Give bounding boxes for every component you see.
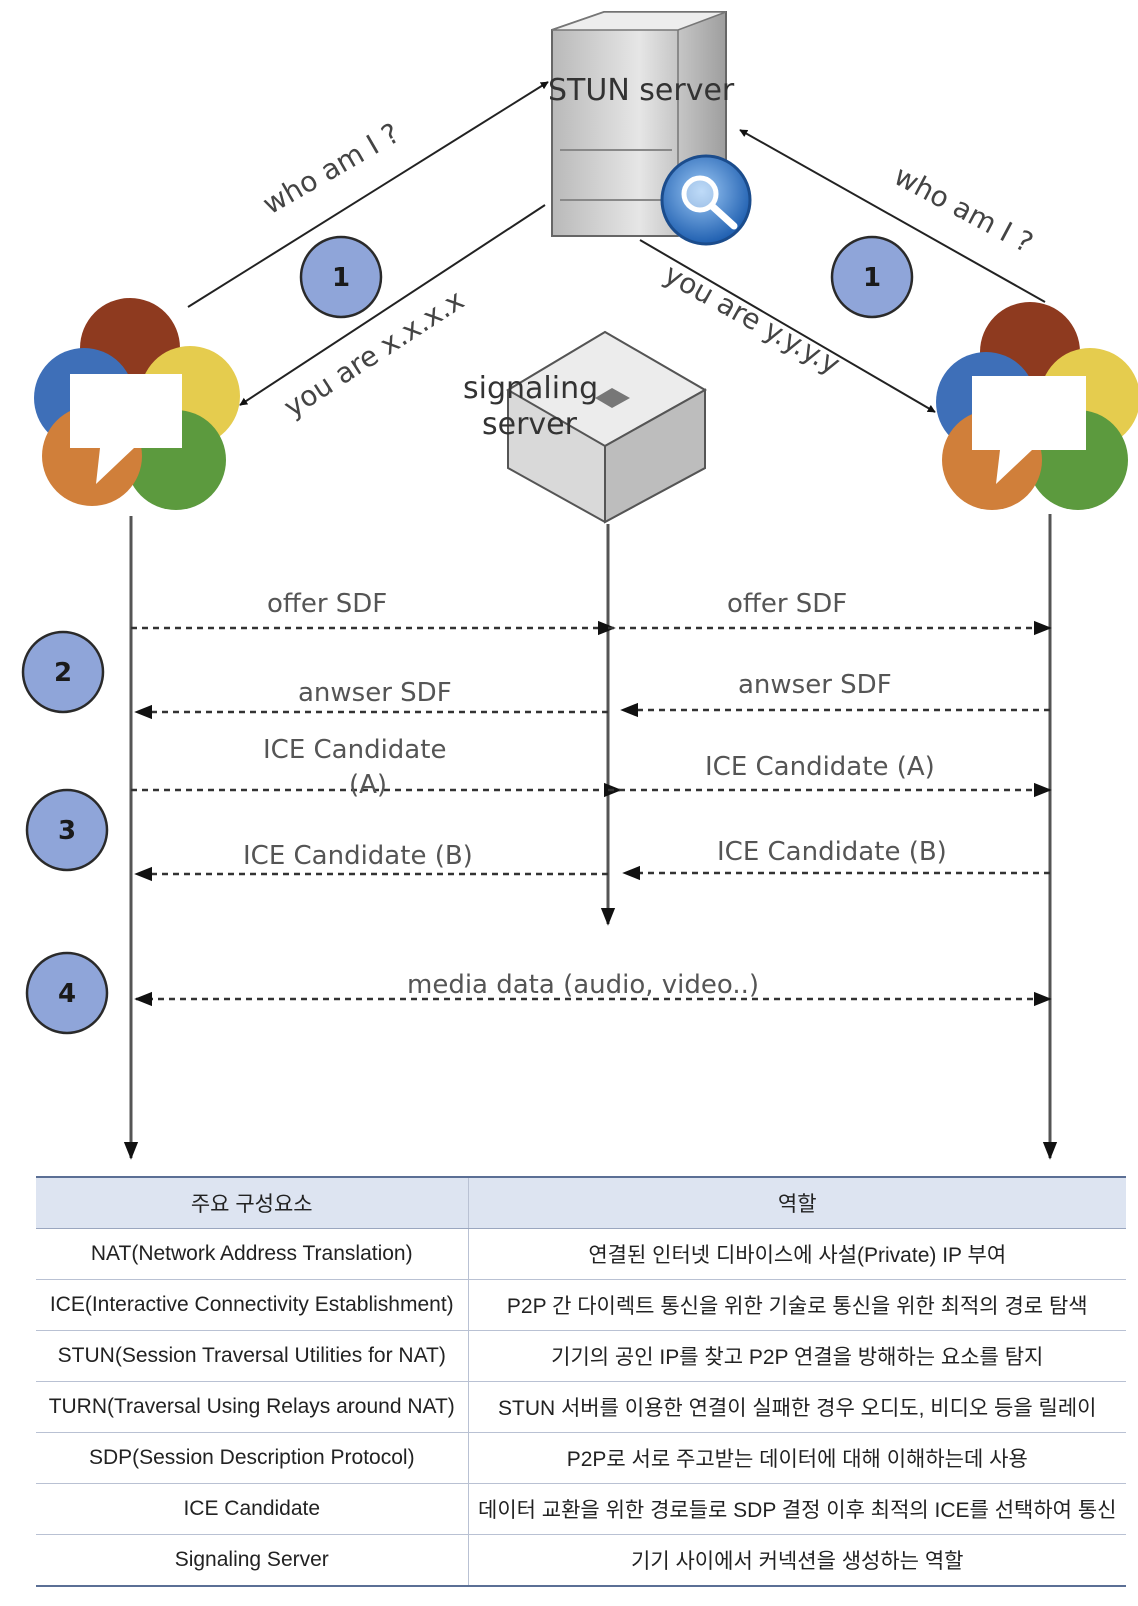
right-reply-arrow <box>639 239 936 413</box>
answer-sdf-left-label: anwser SDF <box>298 678 452 708</box>
offer-sdf-right-label: offer SDF <box>727 589 847 619</box>
component-cell: ICE(Interactive Connectivity Establishme… <box>36 1279 469 1331</box>
svg-text:3: 3 <box>58 816 76 846</box>
right-reply-label: you are y.y.y.y <box>659 257 846 381</box>
media-data-label: media data (audio, video..) <box>407 970 759 1000</box>
signaling-server-label-line1: signaling <box>463 371 598 406</box>
svg-text:2: 2 <box>54 658 72 688</box>
role-cell: P2P 간 다이렉트 통신을 위한 기술로 통신을 위한 최적의 경로 탐색 <box>468 1279 1126 1331</box>
table-row: NAT(Network Address Translation) 연결된 인터넷… <box>36 1228 1126 1280</box>
component-cell: ICE Candidate <box>36 1483 469 1535</box>
left-reply-label: you are x.x.x.x <box>278 283 470 424</box>
webrtc-sequence-diagram: STUN server signaling server who am I ? … <box>21 11 1138 1160</box>
role-cell: 기기의 공인 IP를 찾고 P2P 연결을 방해하는 요소를 탐지 <box>468 1330 1126 1382</box>
step-badge: 2 <box>21 630 105 714</box>
step-badge: 3 <box>25 788 109 872</box>
table-row: ICE(Interactive Connectivity Establishme… <box>36 1279 1126 1331</box>
component-cell: TURN(Traversal Using Relays around NAT) <box>36 1381 469 1433</box>
table-header-row: 주요 구성요소 역할 <box>36 1176 1126 1229</box>
offer-sdf-left-label: offer SDF <box>267 589 387 619</box>
ice-b-left-label: ICE Candidate (B) <box>243 841 473 871</box>
role-cell: P2P로 서로 주고받는 데이터에 대해 이해하는데 사용 <box>468 1432 1126 1484</box>
svg-text:1: 1 <box>863 263 881 293</box>
component-cell: STUN(Session Traversal Utilities for NAT… <box>36 1330 469 1382</box>
component-cell: Signaling Server <box>36 1534 469 1587</box>
table-row: ICE Candidate 데이터 교환을 위한 경로들로 SDP 결정 이후 … <box>36 1483 1126 1535</box>
step-badge: 4 <box>25 951 109 1035</box>
ice-a-right-label: ICE Candidate (A) <box>705 752 935 782</box>
role-cell: 연결된 인터넷 디바이스에 사설(Private) IP 부여 <box>468 1228 1126 1280</box>
right-peer-webrtc-logo <box>936 302 1138 510</box>
column-header: 역할 <box>468 1176 1126 1229</box>
left-reply-arrow <box>239 204 546 406</box>
magnifier-icon <box>660 154 752 246</box>
answer-sdf-right-label: anwser SDF <box>738 670 892 700</box>
step-badge: 1 <box>830 235 914 319</box>
signaling-server-icon <box>506 330 708 524</box>
step-badge: 1 <box>299 235 383 319</box>
stun-server-label: STUN server <box>548 73 735 108</box>
table-row: Signaling Server 기기 사이에서 커넥션을 생성하는 역할 <box>36 1534 1126 1587</box>
right-query-arrow <box>739 129 1046 303</box>
left-query-arrow <box>187 81 549 308</box>
table-row: SDP(Session Description Protocol) P2P로 서… <box>36 1432 1126 1484</box>
left-peer-webrtc-logo <box>34 298 240 510</box>
ice-b-right-label: ICE Candidate (B) <box>717 837 947 867</box>
table-row: STUN(Session Traversal Utilities for NAT… <box>36 1330 1126 1382</box>
role-cell: 데이터 교환을 위한 경로들로 SDP 결정 이후 최적의 ICE를 선택하여 … <box>468 1483 1126 1535</box>
signaling-server-label-line2: server <box>482 407 578 442</box>
ice-a-left-label-line2: (A) <box>349 770 387 800</box>
component-roles-table: 주요 구성요소 역할 NAT(Network Address Translati… <box>36 1176 1126 1587</box>
ice-a-left-label-line1: ICE Candidate <box>263 735 446 765</box>
column-header: 주요 구성요소 <box>36 1176 469 1229</box>
left-query-label: who am I ? <box>257 116 405 221</box>
role-cell: 기기 사이에서 커넥션을 생성하는 역할 <box>468 1534 1126 1587</box>
table-row: TURN(Traversal Using Relays around NAT) … <box>36 1381 1126 1433</box>
role-cell: STUN 서버를 이용한 연결이 실패한 경우 오디도, 비디오 등을 릴레이 <box>468 1381 1126 1433</box>
component-cell: NAT(Network Address Translation) <box>36 1228 469 1280</box>
svg-text:1: 1 <box>332 263 350 293</box>
svg-text:4: 4 <box>58 979 76 1009</box>
right-query-label: who am I ? <box>889 159 1039 260</box>
component-cell: SDP(Session Description Protocol) <box>36 1432 469 1484</box>
